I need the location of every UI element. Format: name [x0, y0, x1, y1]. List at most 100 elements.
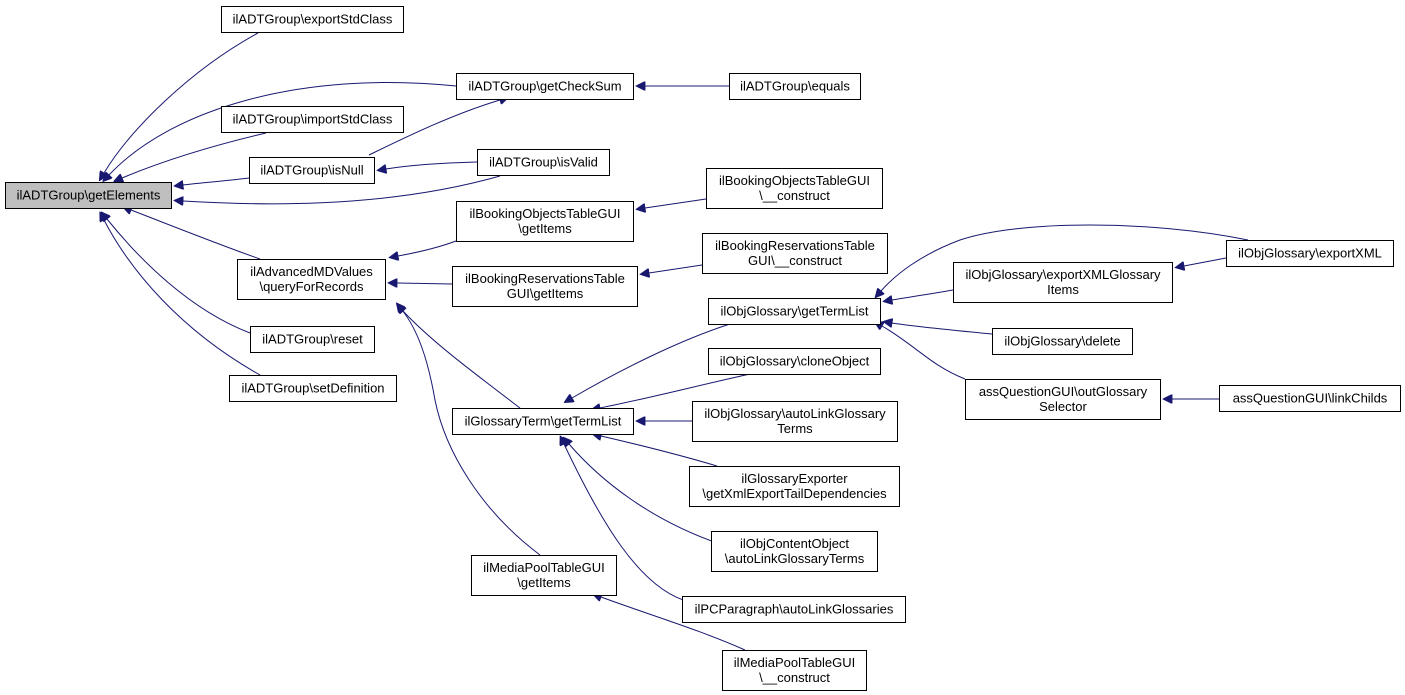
- node-importStdClass[interactable]: ilADTGroup\importStdClass: [221, 106, 404, 133]
- node-label: ilADTGroup\getCheckSum: [468, 79, 621, 94]
- node-contentObjAutoLink[interactable]: ilObjContentObject\autoLinkGlossaryTerms: [711, 531, 878, 572]
- node-bookingObjConstruct[interactable]: ilBookingObjectsTableGUI\__construct: [706, 168, 883, 209]
- node-glossaryExporter[interactable]: ilGlossaryExporter\getXmlExportTailDepen…: [689, 466, 900, 507]
- node-box: [711, 531, 878, 572]
- node-label: ilGlossaryTerm\getTermList: [465, 414, 622, 429]
- edge-isValid-to-isNull: [386, 161, 478, 169]
- node-cloneObject[interactable]: ilObjGlossary\cloneObject: [708, 348, 881, 375]
- node-label: ilBookingReservationsTable: [715, 238, 875, 253]
- node-box: [708, 348, 881, 375]
- edge-mediaPoolConstruct-to-mediaPoolGetItems: [601, 597, 746, 651]
- edge-cloneObject-to-glossaryTermGetTermList: [600, 373, 751, 408]
- edge-isValid-to-getElements: [183, 175, 501, 204]
- node-label: \__construct: [759, 188, 830, 203]
- node-objGlossaryGetTermList[interactable]: ilObjGlossary\getTermList: [708, 298, 881, 325]
- node-box: [965, 379, 1161, 420]
- edge-contentObjAutoLink-to-glossaryTermGetTermList: [569, 444, 721, 545]
- node-box: [1226, 240, 1394, 267]
- edge-glossaryExporter-to-glossaryTermGetTermList: [601, 436, 718, 467]
- node-label: ilADTGroup\importStdClass: [233, 112, 393, 127]
- node-label: ilGlossaryExporter: [741, 471, 848, 486]
- node-label: assQuestionGUI\outGlossary: [979, 384, 1148, 399]
- node-label: \getXmlExportTailDependencies: [702, 486, 887, 501]
- node-box: [702, 233, 888, 274]
- edge-bookingObjGetItems-to-queryForRecords: [398, 240, 457, 256]
- node-label: \getItems: [517, 575, 571, 590]
- node-box: [706, 168, 883, 209]
- node-exportStdClass[interactable]: ilADTGroup\exportStdClass: [221, 6, 404, 33]
- node-box: [689, 466, 900, 507]
- node-label: ilObjGlossary\exportXMLGlossary: [965, 267, 1161, 282]
- node-label: ilADTGroup\isValid: [489, 155, 598, 170]
- nodes: ilADTGroup\getElements ilADTGroup\exportS…: [5, 6, 1401, 691]
- edge-queryForRecords-to-getElements: [131, 210, 261, 260]
- node-box: [229, 375, 397, 402]
- node-box: [1219, 385, 1401, 412]
- node-box: [682, 596, 906, 623]
- node-label: GUI\__construct: [748, 253, 842, 268]
- node-mediaPoolConstruct[interactable]: ilMediaPoolTableGUI\__construct: [722, 650, 867, 691]
- edge-exportStdClass-to-getElements: [104, 32, 259, 173]
- node-setDefinition[interactable]: ilADTGroup\setDefinition: [229, 375, 397, 402]
- node-bookingResConstruct[interactable]: ilBookingReservationsTableGUI\__construc…: [702, 233, 888, 274]
- node-label: Terms: [777, 421, 813, 436]
- edge-mediaPoolGetItems-to-queryForRecords: [402, 310, 541, 556]
- node-mediaPoolGetItems[interactable]: ilMediaPoolTableGUI\getItems: [471, 555, 617, 596]
- node-label: \getItems: [518, 221, 572, 236]
- node-glossaryTermGetTermList[interactable]: ilGlossaryTerm\getTermList: [452, 408, 634, 435]
- node-isNull[interactable]: ilADTGroup\isNull: [249, 157, 375, 184]
- node-pcParagraphAutoLink[interactable]: ilPCParagraph\autoLinkGlossaries: [682, 596, 906, 623]
- node-getCheckSum[interactable]: ilADTGroup\getCheckSum: [456, 73, 634, 100]
- node-label: ilADTGroup\getElements: [17, 188, 161, 203]
- node-label: ilBookingReservationsTable: [465, 271, 625, 286]
- node-label: ilObjContentObject: [740, 536, 849, 551]
- node-box: [722, 650, 867, 691]
- edge-glossaryTermGetTermList-to-queryForRecords: [403, 311, 521, 409]
- edge-importStdClass-to-getElements: [122, 132, 267, 178]
- edge-bookingResGetItems-to-queryForRecords: [397, 283, 453, 284]
- node-isValid[interactable]: ilADTGroup\isValid: [477, 149, 610, 176]
- node-label: \__construct: [759, 670, 830, 685]
- node-label: ilObjGlossary\delete: [1004, 334, 1120, 349]
- node-autoLinkGlossaryTerms[interactable]: ilObjGlossary\autoLinkGlossaryTerms: [692, 401, 898, 442]
- node-label: ilObjGlossary\getTermList: [720, 304, 868, 319]
- node-box: [452, 408, 634, 435]
- node-exportXML[interactable]: ilObjGlossary\exportXML: [1226, 240, 1394, 267]
- node-label: ilMediaPoolTableGUI: [734, 655, 855, 670]
- edge-getCheckSum-to-getElements: [109, 81, 457, 175]
- node-label: Items: [1047, 282, 1079, 297]
- node-box: [729, 73, 861, 100]
- node-label: ilAdvancedMDValues: [250, 264, 373, 279]
- node-bookingObjGetItems[interactable]: ilBookingObjectsTableGUI\getItems: [456, 201, 634, 242]
- node-equals[interactable]: ilADTGroup\equals: [729, 73, 861, 100]
- node-box: [953, 262, 1173, 303]
- edge-isNull-to-getCheckSum: [368, 100, 500, 156]
- node-getElements[interactable]: ilADTGroup\getElements: [5, 182, 172, 209]
- node-objGlossaryDelete[interactable]: ilObjGlossary\delete: [992, 328, 1133, 355]
- edge-bookingObjConstruct-to-bookingObjGetItems: [645, 198, 707, 208]
- node-label: Selector: [1039, 399, 1087, 414]
- node-label: ilADTGroup\isNull: [260, 163, 363, 178]
- edge-exportXML-to-objGlossaryGetTermList: [881, 224, 1249, 291]
- node-box: [250, 326, 375, 353]
- node-label: ilObjGlossary\exportXML: [1238, 246, 1382, 261]
- node-label: ilMediaPoolTableGUI: [483, 560, 604, 575]
- edge-outGlossarySelector-to-objGlossaryGetTermList: [882, 326, 966, 380]
- node-reset[interactable]: ilADTGroup\reset: [250, 326, 375, 353]
- edge-isNull-to-getElements: [183, 177, 250, 185]
- node-label: ilPCParagraph\autoLinkGlossaries: [695, 602, 894, 617]
- edge-pcParagraphAutoLink-to-glossaryTermGetTermList: [564, 444, 691, 603]
- node-box: [221, 106, 404, 133]
- node-linkChilds[interactable]: assQuestionGUI\linkChilds: [1219, 385, 1401, 412]
- node-label: ilBookingObjectsTableGUI: [719, 173, 870, 188]
- node-label: ilObjGlossary\cloneObject: [720, 354, 870, 369]
- node-label: \queryForRecords: [259, 279, 364, 294]
- node-label: ilADTGroup\setDefinition: [241, 381, 384, 396]
- node-queryForRecords[interactable]: ilAdvancedMDValues\queryForRecords: [237, 259, 386, 300]
- node-box: [708, 298, 881, 325]
- node-box: [221, 6, 404, 33]
